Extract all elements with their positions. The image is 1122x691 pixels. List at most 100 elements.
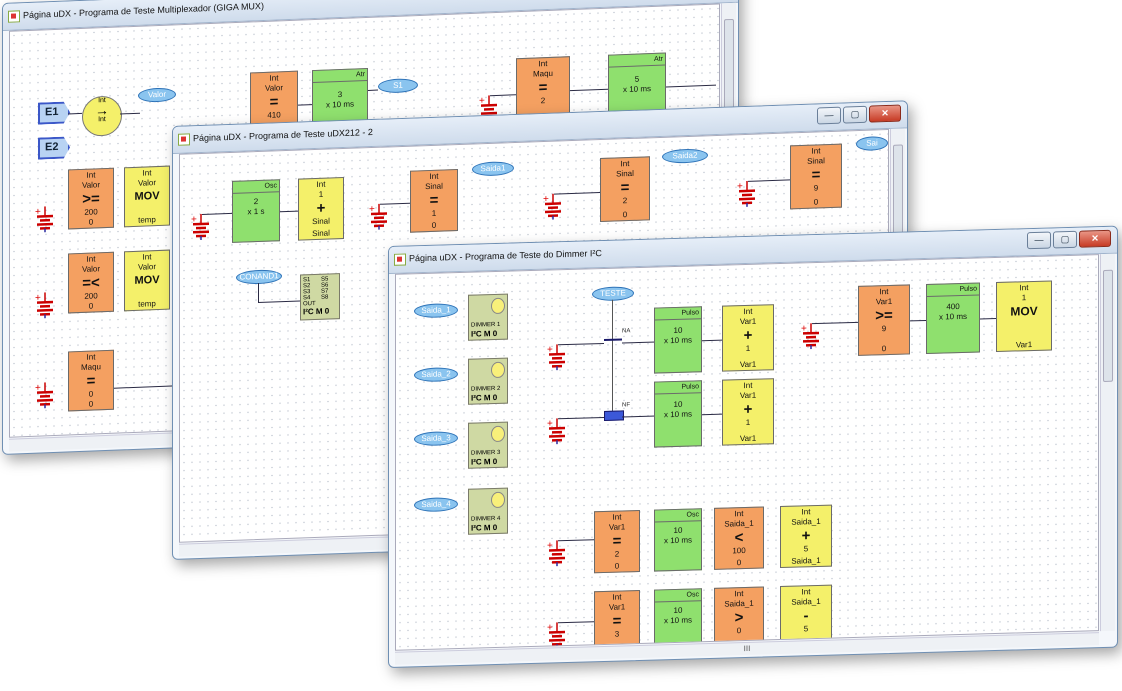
dimmer-module-2[interactable]: DIMMER 2 I²C M 0 — [468, 357, 508, 405]
window-title: Página uDX - Programa de Teste do Dimmer… — [409, 248, 602, 264]
variable-teste[interactable]: TESTE — [592, 286, 634, 302]
input-tag-e1[interactable]: E1 — [38, 101, 70, 124]
window-title: Página uDX - Programa de Teste uDX212 - … — [193, 126, 373, 144]
block-op: MOV — [134, 273, 160, 287]
compare-block-eq[interactable]: Int Maqu = 0 0 — [68, 349, 114, 412]
timer-unit: x 10 ms — [663, 335, 692, 346]
block-target: temp — [138, 215, 156, 225]
power-rail-icon — [368, 203, 390, 230]
wire — [558, 342, 604, 346]
scroll-thumb[interactable] — [1103, 269, 1113, 383]
close-button[interactable]: ✕ — [1079, 229, 1111, 248]
compare-block-ge[interactable]: Int Valor >= 200 0 — [68, 167, 114, 230]
oscillator-block[interactable]: Osc 10 x 10 ms — [654, 588, 702, 651]
block-op: = — [811, 166, 821, 184]
block-target: Var1 — [739, 359, 757, 370]
wire — [980, 318, 996, 320]
dimmer-bus: I²C M 0 — [471, 456, 498, 467]
mov-block[interactable]: Int Valor MOV temp — [124, 165, 170, 228]
ladder-canvas[interactable]: Saida_1 DIMMER 1 I²C M 0 Saida_2 DIMMER … — [395, 254, 1099, 651]
conv-type-bottom: Int — [98, 116, 106, 124]
minimize-button[interactable]: — — [1027, 231, 1051, 250]
compare-block-eq[interactable]: Int Sinal = 2 0 — [600, 156, 650, 223]
compare-block-eq[interactable]: Int Var1 = 2 0 — [594, 509, 640, 574]
power-rail-icon — [542, 193, 564, 220]
convert-block[interactable]: Int → Int — [82, 95, 122, 137]
block-result: 0 — [813, 197, 819, 207]
wire — [368, 89, 378, 91]
block-value: 2 — [540, 96, 546, 106]
pulse-block[interactable]: Pulso 10 x 10 ms — [654, 380, 702, 448]
variable-sai[interactable]: Sai — [856, 135, 888, 152]
power-rail-icon — [546, 344, 568, 371]
wire — [558, 621, 594, 624]
variable-saida-1[interactable]: Saida_1 — [414, 303, 458, 319]
block-op: > — [734, 609, 744, 627]
dimmer-bus: I²C M 0 — [471, 328, 498, 339]
variable-saida1[interactable]: Saida1 — [472, 161, 514, 177]
wire — [570, 88, 608, 92]
add-block[interactable]: Int 1 + Sinal Sinal — [298, 176, 344, 241]
variable-saida-3[interactable]: Saida_3 — [414, 431, 458, 447]
dimmer-label: DIMMER 4 — [471, 515, 501, 523]
dimmer-label: DIMMER 3 — [471, 449, 501, 457]
block-value: 410 — [267, 110, 281, 120]
wire — [490, 94, 516, 97]
lightbulb-icon — [491, 425, 505, 443]
timer-unit: x 10 ms — [663, 409, 692, 420]
timer-unit: x 10 ms — [325, 99, 354, 110]
compare-block-eq[interactable]: Int Sinal = 1 0 — [410, 169, 458, 233]
minimize-button[interactable]: — — [817, 106, 841, 125]
lightbulb-icon — [491, 297, 505, 315]
variable-saida-4[interactable]: Saida_4 — [414, 497, 458, 513]
block-value: 5 — [803, 544, 809, 554]
variable-valor[interactable]: Valor — [138, 87, 176, 103]
oscillator-block[interactable]: Osc 10 x 10 ms — [654, 508, 702, 572]
timer-mode: Atr — [313, 68, 367, 84]
variable-saida2[interactable]: Saida2 — [662, 148, 708, 164]
dimmer-module-1[interactable]: DIMMER 1 I²C M 0 — [468, 293, 508, 341]
oscillator-block[interactable]: Osc 2 x 1 s — [232, 179, 280, 243]
add-block[interactable]: Int Saida_1 + 5 Saida_1 — [780, 504, 832, 569]
maximize-button[interactable]: ▢ — [1053, 230, 1077, 249]
contact-label-na: NA — [622, 328, 631, 335]
variable-conand1[interactable]: CONAND1 — [236, 269, 282, 285]
pushbutton-na-icon[interactable] — [604, 338, 622, 347]
add-block[interactable]: Int Var1 + 1 Var1 — [722, 378, 774, 446]
wire — [666, 84, 716, 88]
pulse-block[interactable]: Pulso 10 x 10 ms — [654, 306, 702, 374]
compare-block-gt[interactable]: Int Saida_1 > 0 — [714, 586, 764, 650]
dimmer-module-4[interactable]: DIMMER 4 I²C M 0 — [468, 487, 508, 535]
subtract-block[interactable]: Int Saida_1 - 5 — [780, 584, 832, 649]
pulse-block[interactable]: Pulso 400 x 10 ms — [926, 282, 980, 354]
compare-block-eq[interactable]: Int Var1 = 3 — [594, 589, 640, 651]
block-value: 5 — [803, 624, 809, 634]
compare-block-ge[interactable]: Int Var1 >= 9 0 — [858, 284, 910, 356]
block-result: 0 — [881, 344, 887, 354]
window-dimmer[interactable]: Página uDX - Programa de Teste do Dimmer… — [388, 225, 1118, 668]
compare-block-eq[interactable]: Int Sinal = 9 0 — [790, 143, 842, 210]
maximize-button[interactable]: ▢ — [843, 105, 867, 124]
mov-block[interactable]: Int 1 MOV Var1 — [996, 280, 1052, 353]
compare-block-lt[interactable]: Int Saida_1 < 100 0 — [714, 506, 764, 570]
block-value: Sinal — [312, 216, 330, 227]
block-op: = — [538, 79, 548, 97]
add-block[interactable]: Int Var1 + 1 Var1 — [722, 304, 774, 372]
pin-label: S8 — [321, 294, 329, 301]
dimmer-label: DIMMER 2 — [471, 385, 501, 393]
timer-unit: x 10 ms — [663, 615, 692, 626]
variable-saida-2[interactable]: Saida_2 — [414, 367, 458, 383]
dimmer-label: DIMMER 1 — [471, 321, 501, 329]
pushbutton-nf-icon[interactable] — [604, 410, 624, 421]
close-button[interactable]: ✕ — [869, 104, 901, 123]
timer-unit: x 10 ms — [622, 84, 651, 95]
timer-unit: x 10 ms — [663, 535, 692, 546]
input-tag-e2[interactable]: E2 — [38, 136, 70, 159]
dimmer-module-3[interactable]: DIMMER 3 I²C M 0 — [468, 421, 508, 469]
mov-block[interactable]: Int Valor MOV temp — [124, 249, 170, 312]
vertical-scrollbar[interactable] — [1100, 253, 1115, 632]
wire — [748, 179, 790, 182]
variable-s1[interactable]: S1 — [378, 78, 418, 94]
compare-block-le[interactable]: Int Valor =< 200 0 — [68, 251, 114, 314]
